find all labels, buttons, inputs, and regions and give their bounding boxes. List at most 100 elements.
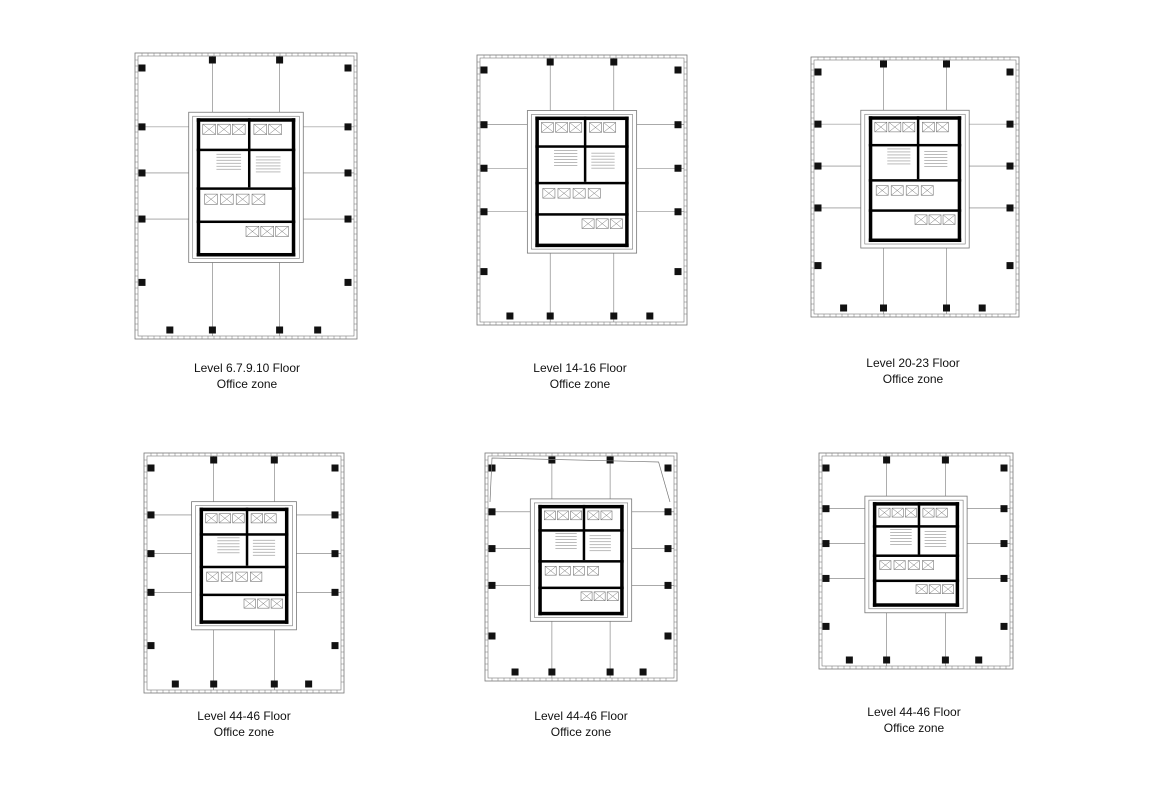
core-partition: [583, 116, 587, 182]
curtain-wall: [479, 57, 685, 323]
elevator-cross: [232, 513, 245, 524]
elevator-shaft: [260, 226, 274, 237]
elevator-shaft: [942, 584, 954, 594]
plan-caption-5: Level 44-46 Floor Office zone: [481, 708, 681, 740]
floor-plan-drawing: [810, 56, 1020, 318]
elevator-shaft: [600, 510, 613, 521]
column: [646, 312, 654, 320]
column: [147, 588, 155, 596]
elevator-cross: [929, 584, 941, 594]
column: [814, 204, 822, 212]
elevator-cross: [587, 510, 600, 520]
core-outline: [529, 498, 633, 622]
elevator-cross: [587, 566, 599, 576]
column: [639, 668, 647, 676]
floor-plan-2: [476, 54, 688, 326]
elevator-cross: [202, 124, 216, 135]
column: [978, 304, 986, 312]
column: [822, 540, 830, 548]
elevator-cross: [206, 571, 219, 582]
core-inner-outline: [531, 114, 633, 250]
elevator-cross: [250, 571, 263, 582]
elevator-shaft: [573, 566, 585, 576]
core-partition: [538, 529, 624, 532]
column: [488, 581, 496, 589]
elevator-cross: [236, 193, 250, 205]
elevator-cross: [221, 571, 233, 582]
column: [1000, 505, 1008, 513]
floor-plan-5: [484, 452, 678, 682]
plan-level-label: Level 6.7.9.10 Floor: [193, 361, 301, 375]
column: [331, 550, 339, 558]
column: [210, 680, 218, 688]
slab-edge: [810, 56, 1020, 318]
core-wall: [868, 238, 962, 243]
core-partition: [535, 213, 629, 216]
elevator-shaft: [609, 218, 623, 229]
column: [208, 326, 216, 334]
core-wall: [196, 118, 296, 122]
plan-level-label: Level 44-46 Floor: [534, 709, 628, 723]
plan-zone-label: Office zone: [216, 377, 278, 391]
column: [171, 680, 179, 688]
core-wall: [284, 507, 289, 624]
elevator-shaft: [243, 598, 256, 609]
elevator-cross: [559, 566, 571, 576]
column: [1000, 622, 1008, 630]
elevator-shaft: [555, 122, 568, 133]
column: [814, 120, 822, 128]
elevator-shaft: [270, 598, 283, 609]
column: [664, 464, 672, 472]
elevator-cross: [253, 124, 267, 135]
plan-caption-2: Level 14-16 Floor Office zone: [480, 360, 680, 392]
column: [270, 456, 278, 464]
column: [480, 66, 488, 74]
column: [480, 121, 488, 129]
column: [610, 58, 618, 66]
elevator-shaft: [920, 185, 934, 196]
column: [166, 326, 174, 334]
core-partition: [868, 179, 962, 182]
column: [814, 262, 822, 270]
column: [488, 545, 496, 553]
column: [814, 162, 822, 170]
elevator-shaft: [235, 571, 248, 582]
core-partition: [872, 579, 960, 583]
column: [344, 169, 352, 177]
column: [344, 278, 352, 286]
elevator-cross: [922, 560, 934, 570]
core-wall: [535, 243, 629, 248]
column: [147, 511, 155, 519]
column: [883, 456, 891, 464]
column: [1006, 204, 1014, 212]
elevator-cross: [936, 122, 949, 133]
slab-edge: [818, 452, 1014, 670]
column: [488, 464, 496, 472]
elevator-shaft: [570, 510, 582, 521]
elevator-cross: [874, 122, 887, 133]
core-wall: [538, 504, 624, 509]
elevator-cross: [204, 193, 218, 205]
column: [314, 326, 322, 334]
slab-edge: [143, 452, 345, 694]
plan-level-label: Level 20-23 Floor: [866, 356, 960, 370]
core-partition: [199, 565, 289, 569]
elevator-cross: [245, 226, 259, 237]
plan-caption-1: Level 6.7.9.10 Floor Office zone: [147, 360, 347, 392]
elevator-cross: [914, 214, 928, 225]
elevator-cross: [905, 507, 917, 518]
elevator-shaft: [874, 121, 888, 133]
curtain-wall: [137, 55, 355, 337]
core-outline: [526, 110, 638, 254]
plan-level-label: Level 44-46 Floor: [867, 705, 961, 719]
core-partition: [196, 148, 296, 152]
core-partition: [872, 525, 960, 528]
floor-plan-6: [818, 452, 1014, 670]
elevator-cross: [555, 122, 568, 133]
floor-plan-drawing: [818, 452, 1014, 670]
elevator-shaft: [879, 560, 892, 570]
elevator-cross: [581, 218, 595, 229]
elevator-shaft: [250, 571, 263, 582]
elevator-shaft: [593, 591, 606, 601]
column: [674, 121, 682, 129]
